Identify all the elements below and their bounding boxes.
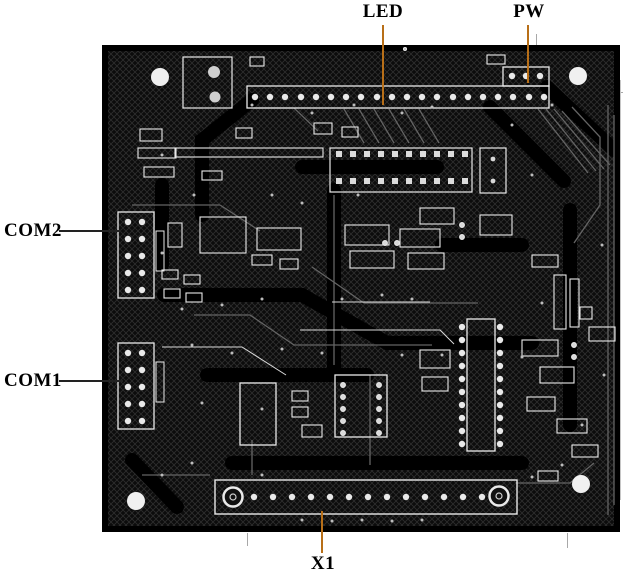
middle-ic-cluster bbox=[161, 216, 302, 303]
callout-line-pw bbox=[527, 25, 529, 83]
grid-tick bbox=[567, 533, 568, 548]
dip-ic-large bbox=[458, 318, 504, 452]
x1-screw-hole bbox=[488, 485, 510, 507]
callout-line-com2 bbox=[59, 230, 121, 232]
lower-center-ics bbox=[239, 349, 451, 446]
copper-traces bbox=[132, 105, 615, 515]
callout-line-led bbox=[382, 25, 384, 105]
grid-tick bbox=[247, 533, 248, 546]
label-com2: COM2 bbox=[4, 220, 62, 241]
upper-left-cluster bbox=[137, 122, 359, 181]
right-side-parts bbox=[531, 254, 616, 360]
x1-screw-hole bbox=[222, 486, 244, 508]
top-misc-parts bbox=[249, 46, 408, 67]
label-pw: PW bbox=[513, 1, 545, 22]
pw-connector bbox=[486, 54, 550, 87]
com2-connector bbox=[117, 211, 165, 299]
label-x1: X1 bbox=[310, 553, 336, 574]
white-route-outlines bbox=[162, 301, 455, 376]
grid-tick bbox=[536, 34, 537, 45]
top-left-module bbox=[182, 56, 233, 109]
led-connector bbox=[246, 85, 550, 109]
mounting-hole bbox=[569, 67, 587, 85]
mounting-hole bbox=[572, 475, 590, 493]
mounting-holes bbox=[127, 67, 590, 510]
mounting-hole bbox=[151, 68, 169, 86]
com1-connector bbox=[117, 342, 165, 430]
mounting-hole bbox=[127, 492, 145, 510]
x1-connector bbox=[214, 479, 518, 515]
ic-socket-top bbox=[329, 147, 473, 193]
label-com1: COM1 bbox=[4, 370, 62, 391]
callout-line-x1 bbox=[321, 511, 323, 553]
grid-line-right bbox=[620, 80, 621, 500]
callout-line-com1 bbox=[59, 380, 123, 382]
label-led: LED bbox=[362, 1, 404, 22]
pcb-board-image bbox=[102, 45, 620, 532]
comp-right-of-socket bbox=[479, 147, 507, 194]
middle-right-cluster bbox=[344, 207, 513, 270]
lower-right-cluster bbox=[521, 339, 599, 482]
